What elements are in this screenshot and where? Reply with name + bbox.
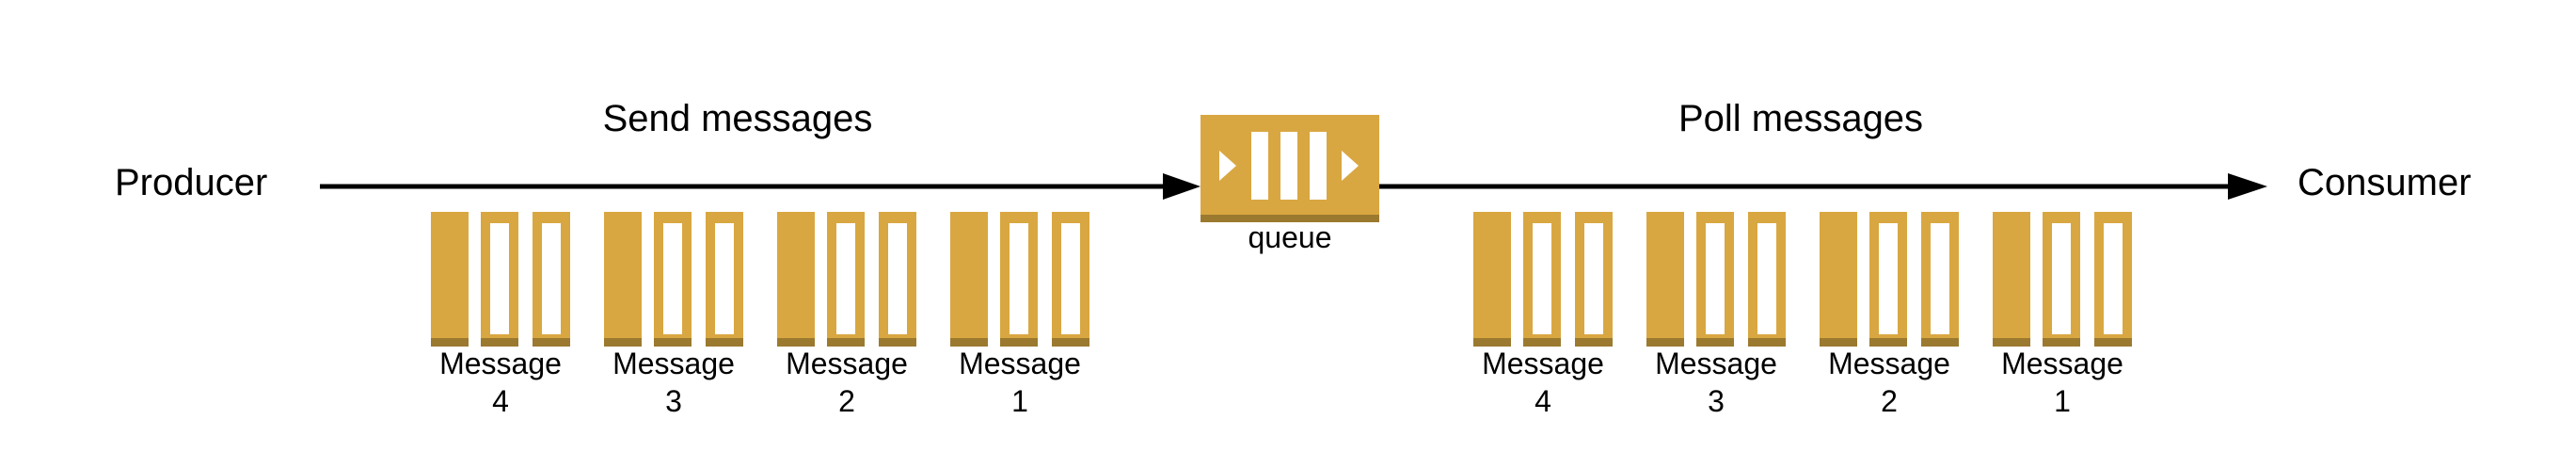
message-icon [777, 212, 916, 347]
message-icon [1473, 212, 1613, 347]
message-icon [1993, 212, 2132, 347]
producer-to-queue-arrow [320, 173, 1201, 200]
send-messages-label: Send messages [602, 98, 873, 139]
message-icon [1646, 212, 1786, 347]
queue-label: queue [1248, 220, 1332, 254]
queue-to-consumer-arrow [1379, 173, 2267, 200]
message-icon [950, 212, 1089, 347]
poll-messages-label: Poll messages [1678, 98, 1924, 139]
sqs-queue-icon [1201, 115, 1379, 222]
message-icon [1820, 212, 1959, 347]
consumer-label: Consumer [2298, 162, 2472, 203]
message-icon [604, 212, 743, 347]
producer-label: Producer [115, 162, 268, 203]
message-icon [431, 212, 570, 347]
